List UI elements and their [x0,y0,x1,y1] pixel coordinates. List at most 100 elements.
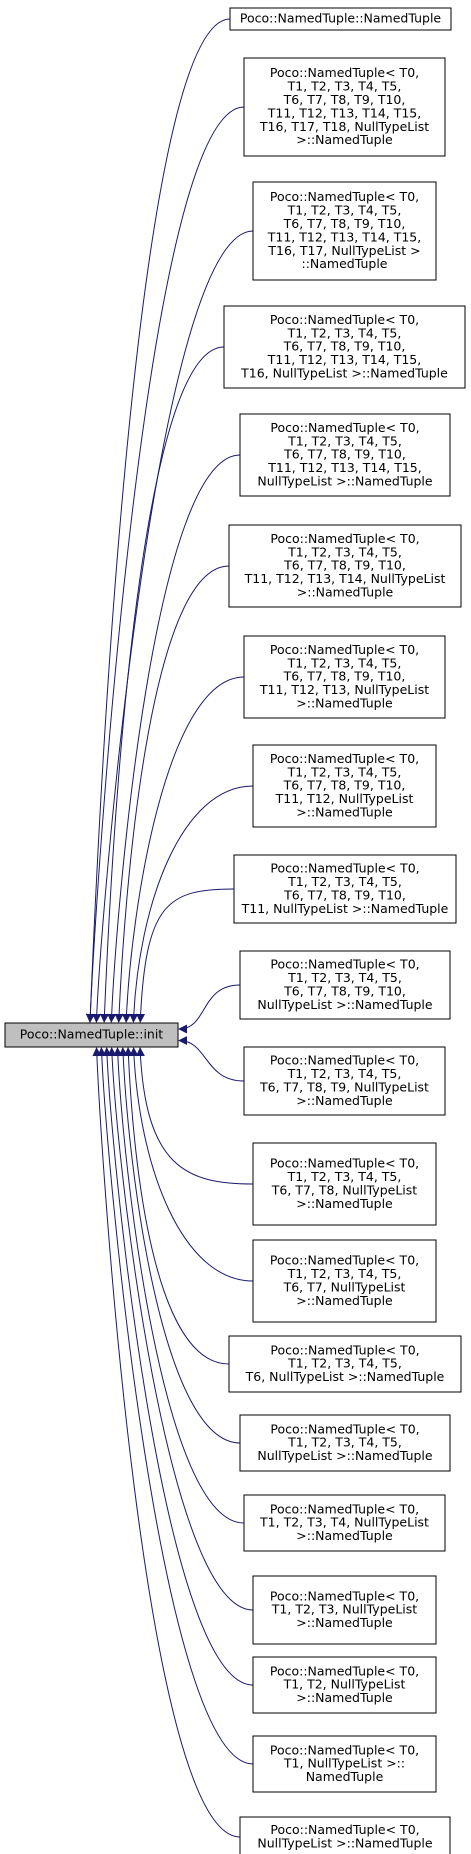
caller-node-c15-label-line: NullTypeList >::NamedTuple [257,1448,433,1463]
caller-node-c5-label-line: NullTypeList >::NamedTuple [257,474,433,489]
caller-node-c3-label-line: T1, T2, T3, T4, T5, [287,203,402,218]
caller-node-c6-label-line: T11, T12, T13, T14, NullTypeList [244,571,446,586]
edge-c6-to-init [114,565,230,1023]
caller-node-c10-label-line: T1, T2, T3, T4, T5, [287,970,402,985]
caller-node-c18[interactable]: Poco::NamedTuple< T0,T1, T2, NullTypeLis… [252,1656,437,1714]
caller-node-c9-label-line: T1, T2, T3, T4, T5, [287,874,402,889]
caller-node-c20-label-line: NullTypeList >::NamedTuple [257,1835,433,1850]
caller-node-c5-label-line: Poco::NamedTuple< T0, [270,420,419,435]
caller-node-c16-label-line: T1, T2, T3, T4, NullTypeList [259,1515,429,1530]
caller-node-c2-label-line: >::NamedTuple [296,132,393,147]
caller-node-c7-box [243,635,446,719]
caller-node-c14[interactable]: Poco::NamedTuple< T0,T1, T2, T3, T4, T5,… [228,1335,462,1393]
caller-node-c17-label-line: Poco::NamedTuple< T0, [270,1588,419,1603]
caller-node-c6-label-line: T1, T2, T3, T4, T5, [287,544,402,559]
caller-node-c11-label-line: Poco::NamedTuple< T0, [270,1053,419,1068]
caller-node-c14-label-line: Poco::NamedTuple< T0, [270,1342,419,1357]
caller-node-c5-label-line: T6, T7, T8, T9, T10, [283,447,406,462]
edge-c14-to-init [123,1047,230,1365]
edge-c17-to-init [107,1047,254,1611]
caller-node-c4[interactable]: Poco::NamedTuple< T0,T1, T2, T3, T4, T5,… [223,305,466,389]
focus-node-init[interactable]: Poco::NamedTuple::init [4,1022,179,1048]
caller-node-c12-box [252,1142,437,1226]
caller-node-c2-box [243,57,446,157]
caller-node-c17-label-line: >::NamedTuple [296,1615,393,1630]
caller-node-c9-box [233,854,457,924]
caller-node-c17[interactable]: Poco::NamedTuple< T0,T1, T2, T3, NullTyp… [252,1575,437,1645]
caller-node-c12-label-line: T1, T2, T3, T4, T5, [287,1169,402,1184]
caller-node-c10-box [239,950,451,1020]
caller-node-c4-label-line: T11, T12, T13, T14, T15, [267,352,421,367]
caller-node-c11-label-line: T1, T2, T3, T4, T5, [287,1066,402,1081]
caller-node-c7-label-line: T1, T2, T3, T4, T5, [287,655,402,670]
caller-node-c8-label-line: T6, T7, T8, T9, T10, [283,778,406,793]
caller-node-c17-label-line: T1, T2, T3, NullTypeList [271,1602,417,1617]
caller-node-c3-label-line: Poco::NamedTuple< T0, [270,189,419,204]
caller-node-c7-label-line: T6, T7, T8, T9, T10, [283,669,406,684]
caller-node-c17-box [252,1575,437,1645]
caller-node-c4-label-line: Poco::NamedTuple< T0, [270,312,419,327]
caller-node-c18-box [252,1656,437,1714]
edge-c8-to-init [129,785,254,1023]
caller-node-c5[interactable]: Poco::NamedTuple< T0,T1, T2, T3, T4, T5,… [239,413,451,497]
caller-node-c3-label-line: ::NamedTuple [302,256,388,271]
caller-node-c2-label-line: T1, T2, T3, T4, T5, [287,79,402,94]
caller-node-c11-box [243,1046,446,1116]
caller-node-c12[interactable]: Poco::NamedTuple< T0,T1, T2, T3, T4, T5,… [252,1142,437,1226]
caller-node-c13-label-line: T1, T2, T3, T4, T5, [287,1266,402,1281]
caller-node-c3[interactable]: Poco::NamedTuple< T0,T1, T2, T3, T4, T5,… [252,181,437,281]
caller-node-c12-label-line: >::NamedTuple [296,1196,393,1211]
caller-node-c15-label-line: T1, T2, T3, T4, T5, [287,1435,402,1450]
caller-node-c13-label-line: Poco::NamedTuple< T0, [270,1253,419,1268]
caller-node-c11[interactable]: Poco::NamedTuple< T0,T1, T2, T3, T4, T5,… [243,1046,446,1116]
caller-node-c8[interactable]: Poco::NamedTuple< T0,T1, T2, T3, T4, T5,… [252,744,437,828]
caller-node-c3-box [252,181,437,281]
caller-node-c2-label-line: T6, T7, T8, T9, T10, [283,92,406,107]
caller-node-c19-box [252,1735,437,1793]
caller-node-c19-label-line: Poco::NamedTuple< T0, [270,1742,419,1757]
caller-node-c6[interactable]: Poco::NamedTuple< T0,T1, T2, T3, T4, T5,… [228,524,462,608]
caller-node-c2-label-line: Poco::NamedTuple< T0, [270,65,419,80]
edge-c16-to-init [113,1047,245,1524]
edge-c11-to-init [178,1036,245,1082]
caller-node-c14-box [228,1335,462,1393]
caller-node-c19[interactable]: Poco::NamedTuple< T0,T1, NullTypeList >:… [252,1735,437,1793]
caller-node-c15-box [239,1414,451,1472]
caller-node-c2-label-line: T16, T17, T18, NullTypeList [259,119,429,134]
caller-node-c20[interactable]: Poco::NamedTuple< T0,NullTypeList >::Nam… [239,1816,451,1854]
caller-node-c1[interactable]: Poco::NamedTuple::NamedTuple [229,7,452,31]
caller-node-c9[interactable]: Poco::NamedTuple< T0,T1, T2, T3, T4, T5,… [233,854,457,924]
caller-node-c3-label-line: T11, T12, T13, T14, T15, [267,229,421,244]
caller-node-c16[interactable]: Poco::NamedTuple< T0,T1, T2, T3, T4, Nul… [243,1494,446,1552]
caller-node-c13[interactable]: Poco::NamedTuple< T0,T1, T2, T3, T4, T5,… [252,1239,437,1323]
caller-node-c2-label-line: T11, T12, T13, T14, T15, [267,105,421,120]
caller-node-c3-label-line: T16, T17, NullTypeList > [267,243,420,258]
caller-node-c15[interactable]: Poco::NamedTuple< T0,T1, T2, T3, T4, T5,… [239,1414,451,1472]
edge-c9-to-init [136,888,235,1023]
caller-node-c18-label-line: >::NamedTuple [296,1690,393,1705]
edge-c3-to-init [92,230,254,1023]
nodes: Poco::NamedTuple::NamedTuplePoco::NamedT… [4,7,466,1854]
caller-node-c1-box [229,7,452,31]
edge-c2-to-init [85,106,245,1023]
caller-node-c7-label-line: T11, T12, T13, NullTypeList [259,682,429,697]
caller-node-c10[interactable]: Poco::NamedTuple< T0,T1, T2, T3, T4, T5,… [239,950,451,1020]
caller-node-c16-box [243,1494,446,1552]
caller-node-c4-label-line: T16, NullTypeList >::NamedTuple [240,366,448,381]
caller-node-c11-label-line: T6, T7, T8, T9, NullTypeList [259,1079,429,1094]
caller-node-c2[interactable]: Poco::NamedTuple< T0,T1, T2, T3, T4, T5,… [243,57,446,157]
caller-node-c11-label-line: >::NamedTuple [296,1093,393,1108]
caller-node-c9-label-line: T11, NullTypeList >::NamedTuple [241,901,449,916]
caller-node-c5-label-line: T11, T12, T13, T14, T15, [267,460,421,475]
caller-node-c20-label-line: Poco::NamedTuple< T0, [270,1822,419,1837]
edge-c12-to-init [135,1047,254,1185]
caller-node-c7-label-line: >::NamedTuple [296,696,393,711]
caller-node-c7[interactable]: Poco::NamedTuple< T0,T1, T2, T3, T4, T5,… [243,635,446,719]
edge-c7-to-init [121,676,245,1023]
caller-node-c18-label-line: Poco::NamedTuple< T0, [270,1663,419,1678]
caller-node-c10-label-line: Poco::NamedTuple< T0, [270,957,419,972]
caller-node-c14-label-line: T6, NullTypeList >::NamedTuple [245,1369,445,1384]
caller-node-c9-label-line: T6, T7, T8, T9, T10, [283,887,406,902]
caller-node-c13-box [252,1239,437,1323]
